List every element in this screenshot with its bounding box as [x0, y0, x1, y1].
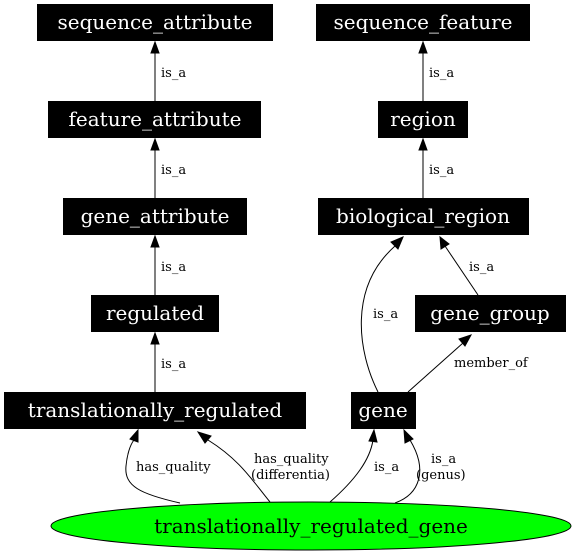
edge-label: is_a [161, 163, 186, 178]
node-sequence-feature[interactable]: sequence_feature [316, 4, 530, 41]
node-gene-group[interactable]: gene_group [415, 295, 566, 332]
node-translationally-regulated[interactable]: translationally_regulated [4, 392, 306, 429]
node-label: feature_attribute [69, 107, 242, 131]
edge-gene-member-of: member_of [407, 334, 529, 393]
edge-label: is_a [429, 66, 454, 81]
edge-translationally-regulated-is-a: is_a [150, 331, 186, 392]
edge-label: is_a [429, 163, 454, 178]
edge-label: is_a [374, 460, 399, 475]
edge-label: member_of [454, 356, 529, 371]
node-label: translationally_regulated [28, 398, 283, 422]
edge-label: is_a [373, 307, 398, 322]
edge-biological-region-is-a: is_a [418, 137, 454, 198]
edge-root-is-a: is_a [329, 428, 399, 503]
edge-feature-attribute-is-a: is_a [150, 40, 186, 101]
edge-label: is_a [161, 260, 186, 275]
node-sequence-attribute[interactable]: sequence_attribute [37, 4, 273, 41]
node-regulated[interactable]: regulated [91, 295, 219, 332]
node-label: regulated [106, 301, 204, 325]
edge-label: has_quality [136, 460, 211, 475]
node-label: gene_group [430, 301, 549, 325]
node-label: region [390, 107, 456, 131]
edge-label: is_a [469, 260, 494, 275]
edge-gene-is-a-biological-region: is_a [360, 236, 404, 393]
edge-regulated-is-a: is_a [150, 234, 186, 295]
edge-gene-group-is-a: is_a [439, 235, 494, 296]
edge-label: is_a [161, 66, 186, 81]
node-label: sequence_attribute [57, 10, 252, 34]
node-gene[interactable]: gene [351, 392, 416, 429]
edge-root-is-a-genus: is_a (genus) [394, 428, 466, 504]
edge-gene-attribute-is-a: is_a [150, 137, 186, 198]
node-label: translationally_regulated_gene [154, 514, 468, 538]
edge-region-is-a: is_a [418, 40, 454, 101]
node-label: gene_attribute [81, 204, 230, 228]
edge-label: (differentia) [251, 468, 330, 483]
edge-root-has-quality-differentia: has_quality (differentia) [196, 431, 330, 503]
node-translationally-regulated-gene[interactable]: translationally_regulated_gene [50, 501, 572, 551]
edge-label: is_a [431, 452, 456, 467]
node-label: sequence_feature [333, 10, 512, 34]
node-gene-attribute[interactable]: gene_attribute [63, 198, 247, 235]
node-label: biological_region [336, 204, 510, 228]
edge-label: has_quality [254, 452, 329, 467]
edge-root-has-quality: has_quality [125, 428, 211, 504]
node-biological-region[interactable]: biological_region [318, 198, 529, 235]
node-label: gene [358, 398, 407, 422]
edge-label: is_a [161, 357, 186, 372]
edge-label: (genus) [416, 468, 466, 483]
node-feature-attribute[interactable]: feature_attribute [48, 101, 261, 138]
node-region[interactable]: region [378, 101, 468, 138]
